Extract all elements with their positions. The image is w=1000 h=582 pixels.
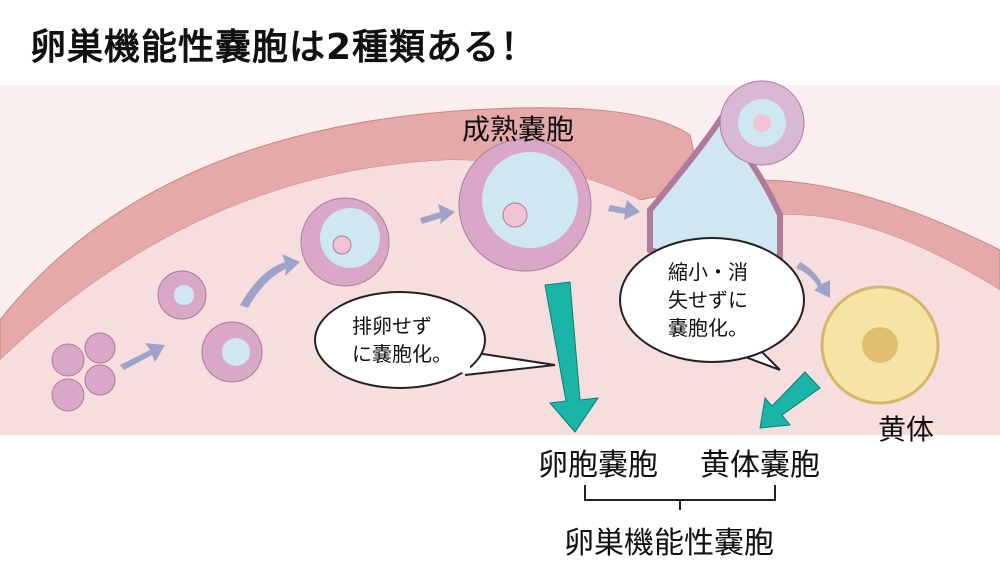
bubble-line: 嚢胞化。 — [668, 316, 748, 340]
label-follicular-cyst: 卵胞嚢胞 — [538, 448, 658, 483]
growing-follicle-1 — [157, 270, 207, 320]
corpus-luteum — [820, 285, 940, 405]
right-speech-bubble — [619, 237, 805, 371]
left-bubble-text: 排卵せず に嚢胞化。 — [352, 312, 452, 368]
primordial-follicles — [51, 332, 116, 412]
antral-follicle — [300, 197, 390, 287]
page-title: 卵巣機能性嚢胞は2種類ある！ — [30, 27, 538, 68]
mature-follicle — [458, 138, 592, 272]
bubble-line: 失せずに — [668, 288, 748, 312]
bubble-line: に嚢胞化。 — [352, 342, 452, 366]
right-bubble-text: 縮小・消 失せずに 嚢胞化。 — [668, 258, 748, 342]
label-lutein-cyst: 黄体嚢胞 — [700, 448, 820, 483]
label-corpus-luteum: 黄体 — [878, 413, 935, 446]
teal-arrow-follicular-cyst — [544, 281, 600, 433]
grouping-brace — [584, 485, 776, 510]
label-mature-follicle: 成熟嚢胞 — [462, 113, 575, 146]
bubble-line: 縮小・消 — [668, 260, 748, 284]
teal-arrow-lutein-cyst — [759, 371, 821, 429]
progression-arrows — [120, 200, 830, 370]
growing-follicle-2 — [201, 321, 263, 383]
left-speech-bubble — [314, 291, 556, 389]
released-oocyte — [719, 80, 805, 166]
label-functional-cyst: 卵巣機能性嚢胞 — [564, 526, 774, 561]
bubble-line: 排卵せず — [352, 314, 432, 338]
